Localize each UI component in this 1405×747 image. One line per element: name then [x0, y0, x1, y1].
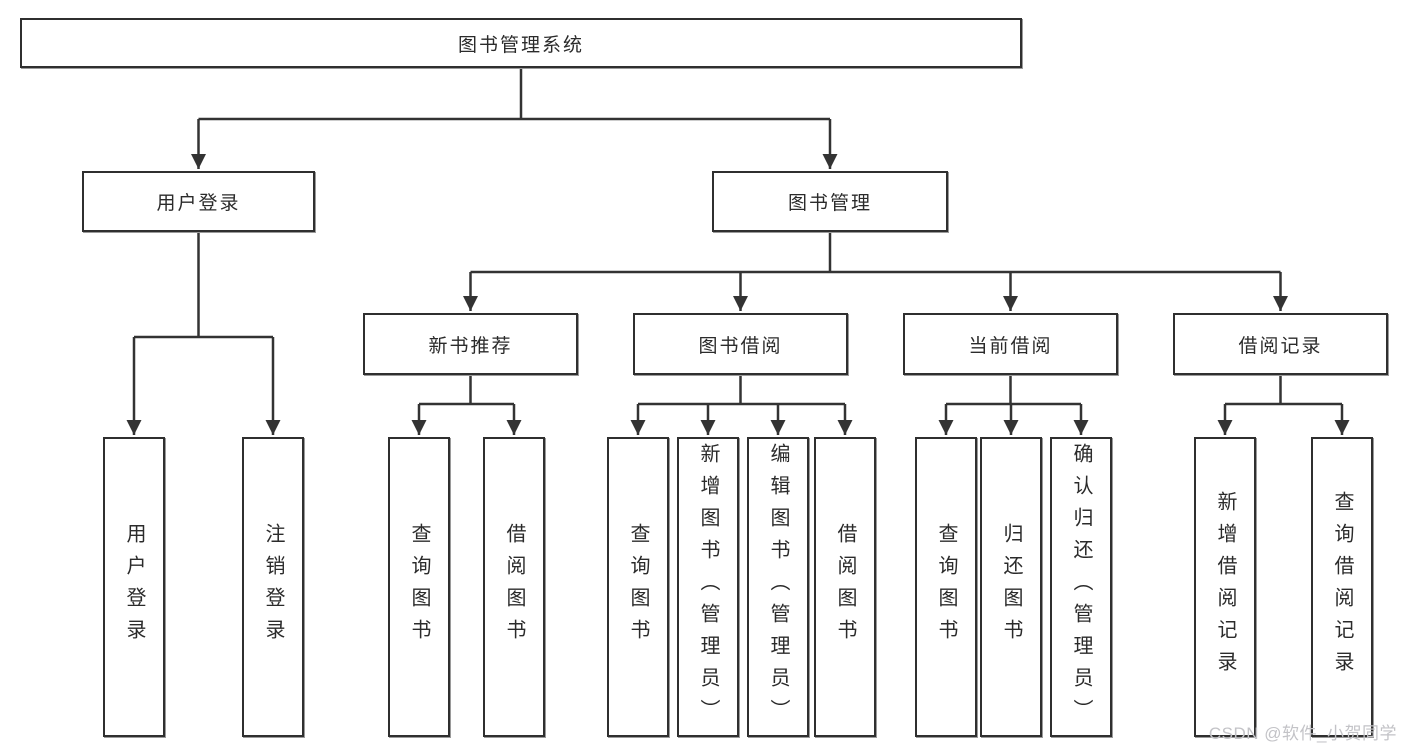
node-user-login-label: 用户登录 — [156, 193, 241, 214]
leaf-current-return-books-label: 归还图书 — [1000, 523, 1022, 651]
leaf-current-confirm-return-label: 确认归还（管理员） — [1070, 443, 1092, 731]
leaf-current-query-books-label: 查询图书 — [935, 523, 957, 651]
node-root-system-label: 图书管理系统 — [457, 34, 584, 56]
leaf-borrow-edit-books-label: 编辑图书（管理员） — [767, 443, 789, 731]
leaf-current-confirm-return: 确认归还（管理员） — [1050, 437, 1112, 737]
leaf-records-add-record: 新增借阅记录 — [1194, 437, 1256, 737]
node-new-book-recommend: 新书推荐 — [363, 313, 578, 375]
leaf-borrow-edit-books: 编辑图书（管理员） — [747, 437, 809, 737]
node-book-management-label: 图书管理 — [787, 193, 872, 214]
node-current-borrowing: 当前借阅 — [903, 313, 1118, 375]
leaf-logout: 注销登录 — [242, 437, 304, 737]
node-user-login: 用户登录 — [82, 171, 315, 232]
node-root-system: 图书管理系统 — [20, 18, 1022, 68]
node-book-borrowing: 图书借阅 — [633, 313, 848, 375]
leaf-current-query-books: 查询图书 — [915, 437, 977, 737]
node-book-management: 图书管理 — [712, 171, 948, 232]
csdn-watermark: CSDN @软件_小贺同学 — [1208, 724, 1397, 743]
leaf-borrow-add-books: 新增图书（管理员） — [677, 437, 739, 737]
leaf-records-add-record-label: 新增借阅记录 — [1214, 491, 1236, 683]
leaf-current-return-books: 归还图书 — [980, 437, 1042, 737]
leaf-records-query-record: 查询借阅记录 — [1311, 437, 1373, 737]
leaf-user-login: 用户登录 — [103, 437, 165, 737]
leaf-recommend-query-books: 查询图书 — [388, 437, 450, 737]
node-borrowing-records-label: 借阅记录 — [1238, 335, 1323, 357]
node-current-borrowing-label: 当前借阅 — [968, 335, 1053, 357]
leaf-recommend-borrow-books: 借阅图书 — [483, 437, 545, 737]
leaf-borrow-query-books-label: 查询图书 — [627, 523, 649, 651]
node-new-book-recommend-label: 新书推荐 — [428, 335, 513, 357]
leaf-borrow-borrow-books: 借阅图书 — [814, 437, 876, 737]
leaf-logout-label: 注销登录 — [262, 523, 284, 651]
leaf-recommend-query-books-label: 查询图书 — [408, 523, 430, 651]
leaf-borrow-query-books: 查询图书 — [607, 437, 669, 737]
leaf-recommend-borrow-books-label: 借阅图书 — [503, 523, 525, 651]
node-book-borrowing-label: 图书借阅 — [698, 335, 783, 357]
leaf-borrow-add-books-label: 新增图书（管理员） — [697, 443, 719, 731]
leaf-borrow-borrow-books-label: 借阅图书 — [834, 523, 856, 651]
node-borrowing-records: 借阅记录 — [1173, 313, 1388, 375]
leaf-user-login-label: 用户登录 — [123, 523, 145, 651]
leaf-records-query-record-label: 查询借阅记录 — [1331, 491, 1353, 683]
